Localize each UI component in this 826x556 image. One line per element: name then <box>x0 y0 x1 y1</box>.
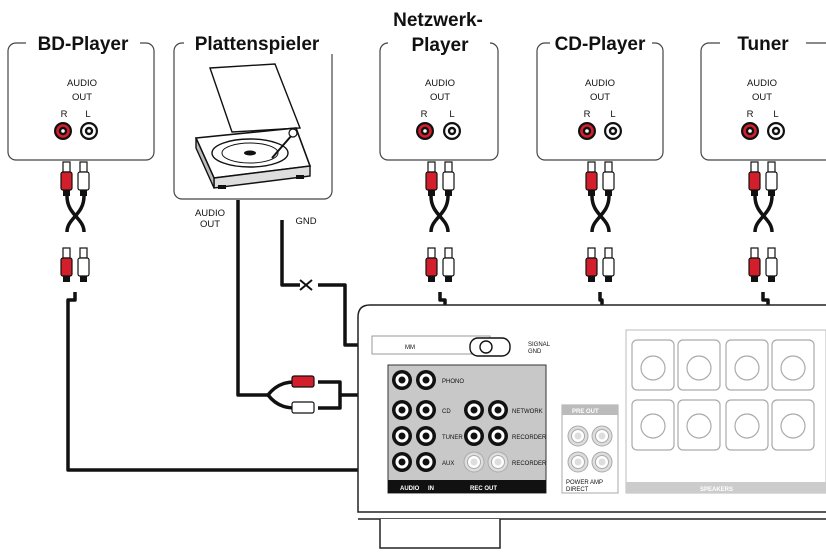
out-label: OUT <box>590 92 610 103</box>
out-label: OUT <box>72 92 92 103</box>
aux-r-jack-icon <box>392 452 412 472</box>
rca-plug-icon <box>60 161 90 197</box>
speaker-terminals <box>631 339 815 451</box>
mm-label: MM <box>405 345 415 351</box>
amplifier-rear-panel: MM SIGNAL GND AUDIO IN REC OUT PHONO CD … <box>357 304 826 549</box>
rec-out-label: REC OUT <box>470 486 497 492</box>
out-label: OUT <box>430 92 450 103</box>
pre-out-label: PRE OUT <box>572 409 599 415</box>
cd-l-jack-icon <box>416 400 436 420</box>
power-amp-label-2: DIRECT <box>566 487 589 493</box>
network-l-jack-icon <box>488 400 508 420</box>
rca-plug-icon <box>748 247 778 283</box>
jack-white-icon <box>604 122 622 140</box>
phono-l-jack-icon <box>416 370 436 390</box>
jack-red-icon <box>741 122 759 140</box>
device-title: Plattenspieler <box>195 34 320 55</box>
r-label: R <box>584 109 591 120</box>
device-tuner: Tuner AUDIO OUT R L <box>700 32 826 161</box>
l-label: L <box>449 109 454 120</box>
l-label: L <box>610 109 615 120</box>
phono-r-jack-icon <box>392 370 412 390</box>
rca-plug-icon <box>425 161 455 197</box>
pre-out-r-jack-icon <box>567 425 589 447</box>
recorder-out-l-jack-icon <box>487 451 509 473</box>
audio-label: AUDIO <box>425 78 455 89</box>
r-label: R <box>421 109 428 120</box>
network-r-jack-icon <box>464 400 484 420</box>
jack-white-icon <box>443 122 461 140</box>
cd-r-jack-icon <box>392 400 412 420</box>
rca-plug-icon <box>585 161 615 197</box>
l-label: L <box>773 109 778 120</box>
cd-label: CD <box>442 409 451 415</box>
speakers-label: SPEAKERS <box>700 487 733 493</box>
aux-label: AUX <box>442 461 454 467</box>
turntable-icon <box>194 63 312 189</box>
aux-l-jack-icon <box>416 452 436 472</box>
device-title-line1: Netzwerk- <box>393 10 483 31</box>
audio-out-label: AUDIO <box>195 208 225 219</box>
in-label: IN <box>428 486 434 492</box>
pre-out-l-jack-icon <box>591 425 613 447</box>
device-network-player: Netzwerk- Player AUDIO OUT R L <box>379 10 499 161</box>
tuner-label: TUNER <box>442 435 463 441</box>
phono-label: PHONO <box>442 379 464 385</box>
r-label: R <box>747 109 754 120</box>
device-turntable: Plattenspieler AUDIO OUT GND <box>173 32 336 230</box>
l-label: L <box>85 109 90 120</box>
r-label: R <box>61 109 68 120</box>
audio-label: AUDIO <box>400 486 420 492</box>
power-amp-l-jack-icon <box>591 451 613 473</box>
recorder-out-r-jack-icon <box>463 451 485 473</box>
rca-plug-icon <box>425 247 455 283</box>
jack-red-icon <box>416 122 434 140</box>
cables <box>60 161 778 472</box>
rca-plug-icon <box>585 247 615 283</box>
tuner-r-jack-icon <box>392 426 412 446</box>
out-label: OUT <box>752 92 772 103</box>
audio-label: AUDIO <box>585 78 615 89</box>
power-amp-r-jack-icon <box>567 451 589 473</box>
tuner-l-jack-icon <box>416 426 436 446</box>
jack-red-icon <box>54 122 72 140</box>
audio-label: AUDIO <box>67 78 97 89</box>
rca-plug-icon <box>60 247 90 283</box>
rca-plug-icon <box>748 161 778 197</box>
gnd-label: GND <box>295 216 316 227</box>
recorder-r-jack-icon <box>464 426 484 446</box>
network-label: NETWORK <box>512 409 543 415</box>
signal-gnd-label: SIGNAL <box>528 342 551 348</box>
device-title: BD-Player <box>38 34 129 55</box>
device-title: Tuner <box>737 34 789 55</box>
recorder-label: RECORDER <box>512 435 547 441</box>
audio-label: AUDIO <box>747 78 777 89</box>
device-title-line2: Player <box>411 35 469 56</box>
jack-red-icon <box>578 122 596 140</box>
jack-white-icon <box>767 122 785 140</box>
device-cd-player: CD-Player AUDIO OUT R L <box>536 32 664 161</box>
signal-gnd-label-2: GND <box>528 349 542 355</box>
power-amp-label: POWER AMP <box>566 480 603 486</box>
device-title: CD-Player <box>555 34 646 55</box>
recorder-out-label: RECORDER <box>512 461 547 467</box>
recorder-l-jack-icon <box>488 426 508 446</box>
device-bd-player: BD-Player AUDIO OUT R L <box>7 32 155 161</box>
jack-white-icon <box>80 122 98 140</box>
audio-out-label-2: OUT <box>200 219 220 230</box>
